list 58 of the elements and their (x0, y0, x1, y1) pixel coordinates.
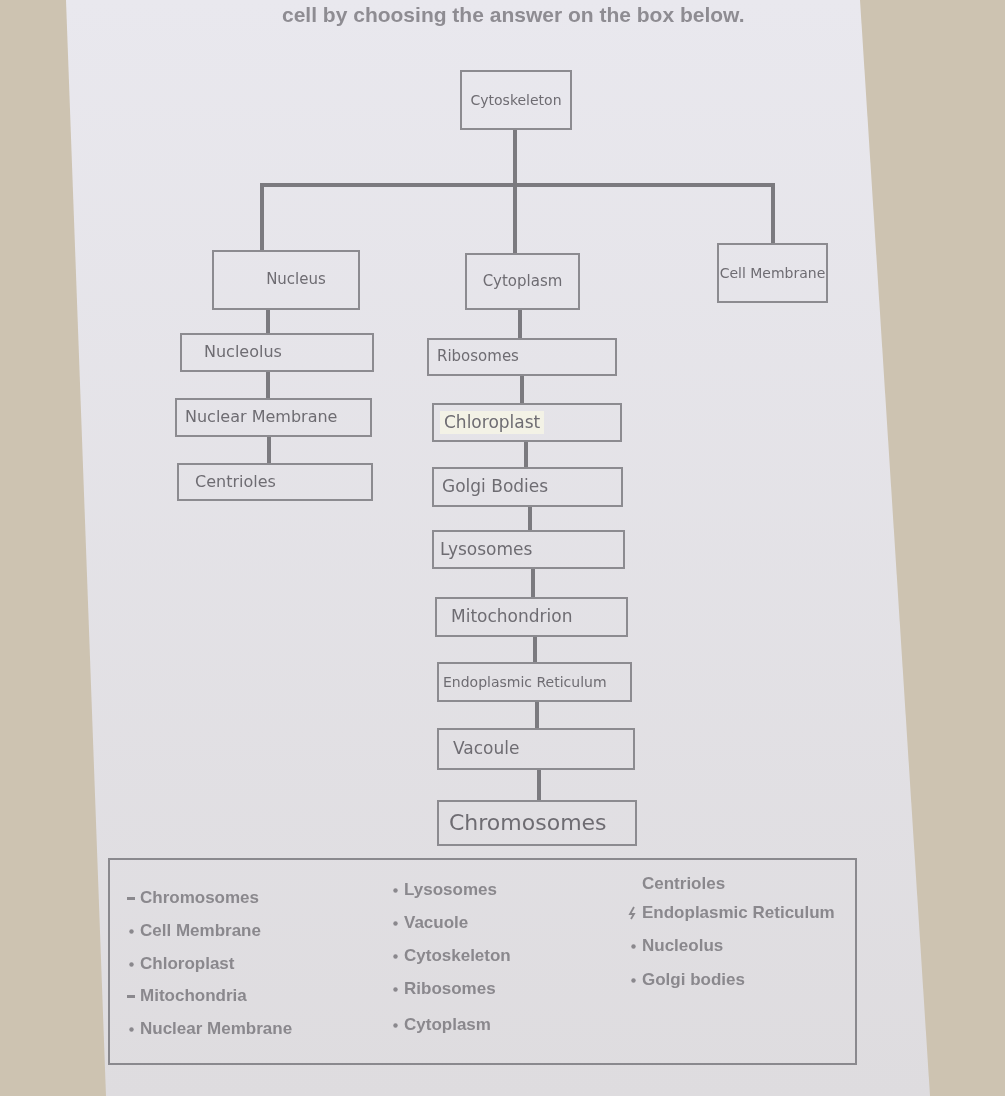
connector-line (524, 442, 528, 467)
label-box (437, 728, 635, 770)
connector-line (520, 376, 524, 403)
word-bank-item: Cytoskeleton (404, 946, 511, 967)
node-label: Nucleus (266, 271, 326, 289)
word-bank-item: Nuclear Membrane (140, 1019, 293, 1040)
word-bank-item: Chloroplast (140, 954, 235, 975)
word-bank-item: Chromosomes (140, 888, 260, 909)
label-box (435, 597, 628, 637)
label-box (717, 243, 828, 303)
label-box (180, 333, 374, 372)
connector-line (267, 437, 271, 463)
label-box (175, 398, 372, 437)
node-label: Chloroplast (440, 410, 545, 435)
word-bank-item: Golgi bodies (642, 970, 745, 991)
word-bank-box (108, 858, 857, 1065)
label-box (177, 463, 373, 501)
instruction-text: cell by choosing the answer on the box below. (282, 3, 745, 27)
connector-line (518, 310, 522, 338)
node-label: Mitochondrion (451, 607, 573, 627)
label-box (432, 403, 622, 442)
connector-line (535, 702, 539, 728)
label-box (212, 250, 360, 310)
label-box (427, 338, 617, 376)
word-bank-item: Cytoplasm (404, 1015, 491, 1036)
connector-line (513, 130, 775, 243)
connector-line (537, 770, 541, 800)
node-label: Chromosomes (449, 810, 607, 836)
node-label: Cytoplasm (482, 272, 563, 291)
node-label: Cell Membrane (719, 264, 826, 282)
node-label: Centrioles (195, 472, 276, 492)
connector-line (266, 372, 270, 398)
node-label: Cytoskeleton (470, 91, 562, 109)
connector-line (531, 569, 535, 597)
label-box (432, 530, 625, 569)
word-bank-item: Ribosomes (404, 979, 496, 1000)
word-bank-item: Nucleolus (642, 936, 724, 957)
word-bank-item: Mitochondria (140, 986, 247, 1007)
node-label: Golgi Bodies (442, 477, 549, 497)
node-label: Endoplasmic Reticulum (443, 673, 607, 691)
label-box (465, 253, 580, 310)
node-label: Nucleolus (204, 343, 282, 362)
connector-line (533, 637, 537, 662)
label-box (432, 467, 623, 507)
node-label: Nuclear Membrane (185, 408, 338, 427)
word-bank-item: Cell Membrane (140, 921, 261, 942)
label-box (460, 70, 572, 130)
connector-line (528, 507, 532, 530)
label-box (437, 662, 632, 702)
label-box (437, 800, 637, 846)
node-label: Lysosomes (440, 539, 533, 560)
node-label: Vacoule (453, 739, 520, 759)
word-bank-item: Lysosomes (404, 880, 497, 901)
node-label: Ribosomes (437, 348, 519, 366)
word-bank-item: Centrioles (642, 874, 726, 895)
connector-line (266, 310, 270, 333)
word-bank-item: Vacuole (404, 913, 469, 934)
word-bank-item: Endoplasmic Reticulum (642, 903, 835, 924)
